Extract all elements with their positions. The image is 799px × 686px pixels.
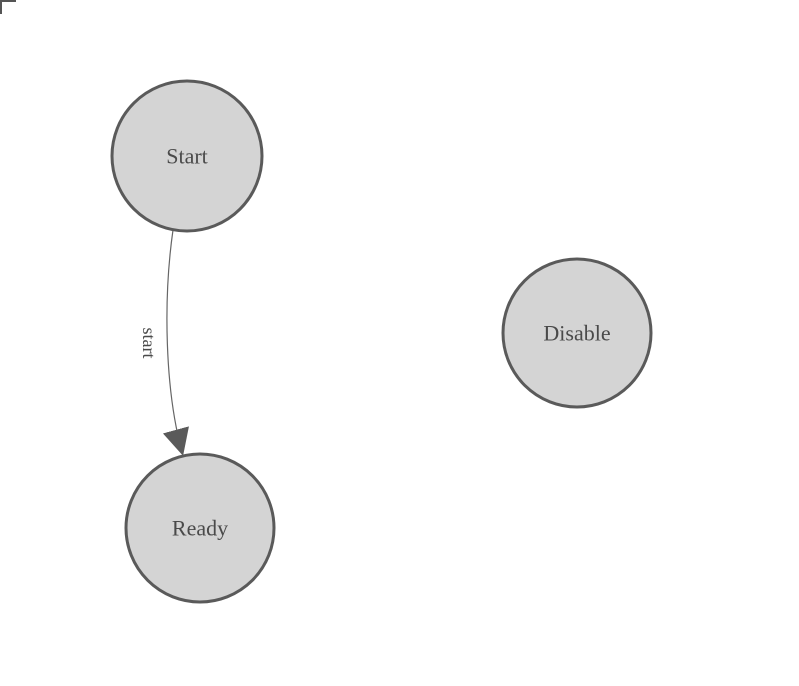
node-ready[interactable]: Ready (124, 452, 276, 604)
edge-path[interactable] (162, 229, 189, 456)
edge-label: start (139, 328, 159, 359)
node-disable-circle[interactable] (501, 257, 653, 409)
node-ready-circle[interactable] (124, 452, 276, 604)
edge-start-to-ready[interactable]: start (139, 229, 189, 456)
node-start-circle[interactable] (110, 79, 264, 233)
node-start[interactable]: Start (110, 79, 264, 233)
canvas-corner-mark (0, 0, 16, 14)
node-disable[interactable]: Disable (501, 257, 653, 409)
